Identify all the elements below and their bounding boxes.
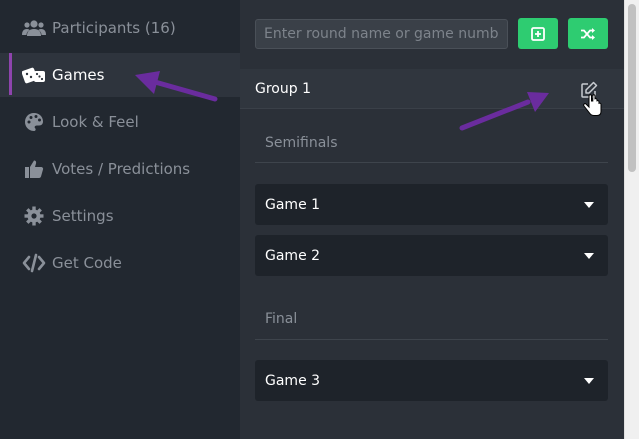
sidebar-item-look-feel[interactable]: Look & Feel <box>0 100 240 144</box>
divider <box>255 339 608 340</box>
game-label: Game 1 <box>265 196 321 213</box>
game-row-1[interactable]: Game 1 <box>255 184 608 225</box>
caret-down-icon <box>584 377 594 384</box>
palette-icon <box>22 112 46 132</box>
shuffle-button[interactable] <box>568 18 608 49</box>
gear-icon <box>22 206 46 226</box>
scrollbar[interactable] <box>624 0 639 439</box>
sidebar-item-participants[interactable]: Participants (16) <box>0 6 240 50</box>
active-indicator <box>9 53 12 95</box>
sidebar-item-settings[interactable]: Settings <box>0 194 240 238</box>
add-round-button[interactable] <box>518 18 558 49</box>
sidebar-item-games[interactable]: Games <box>0 53 240 97</box>
round-label-final: Final <box>265 311 298 327</box>
caret-down-icon <box>584 252 594 259</box>
main-panel: Group 1 Semifinals Game 1 Game 2 Final G… <box>240 0 624 439</box>
thumbs-up-icon <box>22 159 46 179</box>
sidebar: Participants (16) Games Look & Feel Vote… <box>0 0 240 439</box>
group-title: Group 1 <box>255 80 311 97</box>
sidebar-item-label: Get Code <box>52 254 122 272</box>
edit-icon[interactable] <box>580 81 598 99</box>
round-search-input[interactable] <box>255 19 508 49</box>
scroll-thumb[interactable] <box>628 4 636 172</box>
sidebar-item-get-code[interactable]: Get Code <box>0 241 240 285</box>
game-label: Game 3 <box>265 372 321 389</box>
group-header: Group 1 <box>240 69 624 109</box>
game-label: Game 2 <box>265 247 321 264</box>
users-icon <box>22 18 46 38</box>
sidebar-item-label: Participants (16) <box>52 19 176 37</box>
sidebar-item-label: Games <box>52 66 105 84</box>
divider <box>255 162 608 163</box>
caret-down-icon <box>584 201 594 208</box>
game-row-3[interactable]: Game 3 <box>255 360 608 401</box>
round-label-semifinals: Semifinals <box>265 135 338 151</box>
sidebar-item-label: Settings <box>52 207 114 225</box>
shuffle-icon <box>580 27 596 41</box>
sidebar-item-label: Look & Feel <box>52 113 139 131</box>
sidebar-item-label: Votes / Predictions <box>52 160 191 178</box>
dice-icon <box>22 65 46 85</box>
sidebar-item-votes-predictions[interactable]: Votes / Predictions <box>0 147 240 191</box>
code-icon <box>22 253 46 273</box>
plus-square-icon <box>531 26 545 41</box>
game-row-2[interactable]: Game 2 <box>255 235 608 276</box>
